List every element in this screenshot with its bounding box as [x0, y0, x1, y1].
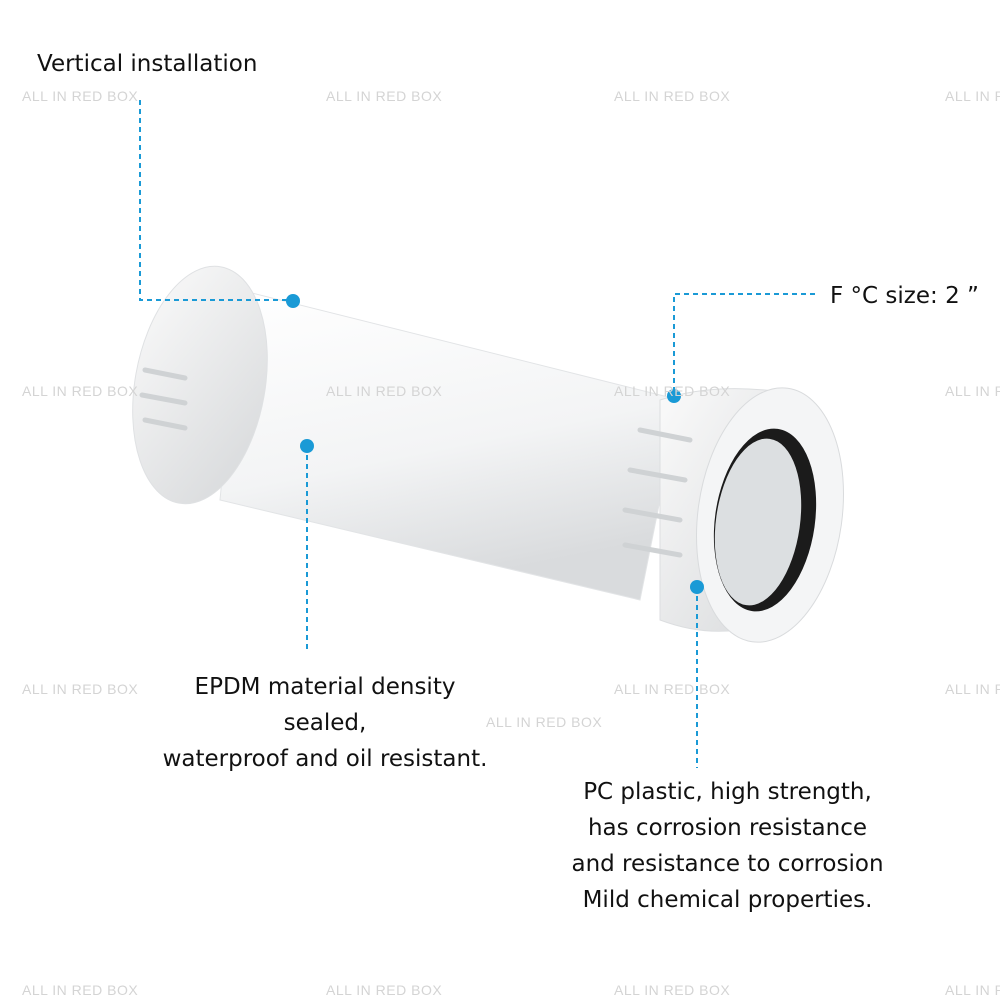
- pc-line: Mild chemical properties.: [582, 887, 873, 913]
- callout-lines: [139, 100, 815, 768]
- pipe-body: [132, 265, 844, 643]
- callout-dots: [286, 294, 704, 594]
- epdm-line: sealed,: [283, 710, 367, 736]
- epdm-line: EPDM material density: [194, 674, 456, 700]
- pc-line: and resistance to corrosion: [571, 851, 884, 877]
- callout-epdm: EPDM material density sealed, waterproof…: [120, 669, 530, 777]
- pc-line: has corrosion resistance: [587, 815, 868, 841]
- pc-line: PC plastic, high strength,: [583, 779, 872, 805]
- callout-vertical-installation: Vertical installation: [37, 51, 258, 77]
- callout-pc-plastic: PC plastic, high strength, has corrosion…: [540, 774, 915, 918]
- callout-size: F °C size: 2 ”: [830, 283, 979, 309]
- epdm-line: waterproof and oil resistant.: [162, 746, 488, 772]
